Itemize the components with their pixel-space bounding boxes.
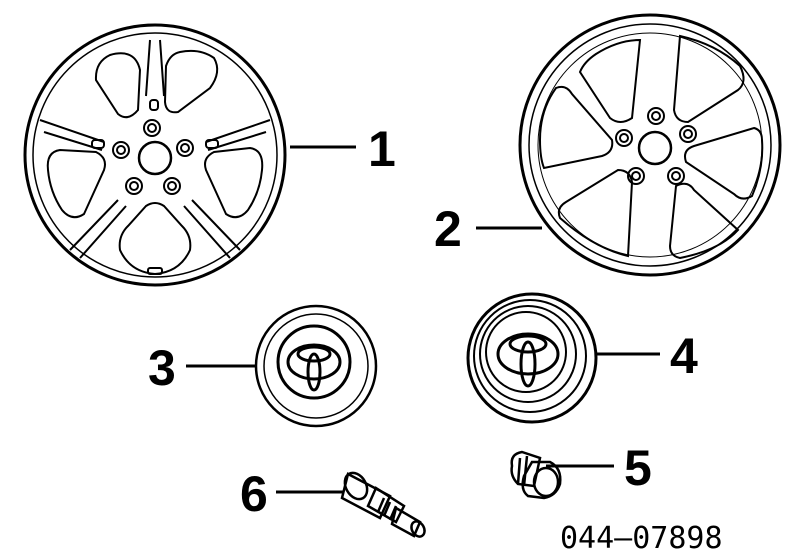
diagram-code: 044–07898 xyxy=(560,521,723,556)
center-cap-4 xyxy=(466,292,598,424)
center-cap-3 xyxy=(254,304,378,428)
callout-4: 4 xyxy=(670,328,698,384)
wheel-2 xyxy=(518,13,782,277)
callout-2: 2 xyxy=(434,201,462,257)
valve-stem-6 xyxy=(340,471,426,538)
callout-1: 1 xyxy=(368,121,396,177)
lug-nut-5 xyxy=(510,450,562,500)
callout-6: 6 xyxy=(240,466,268,522)
wheel-1 xyxy=(23,23,287,287)
callout-3: 3 xyxy=(148,340,176,396)
callout-5: 5 xyxy=(624,440,652,496)
leader-lines xyxy=(186,145,660,494)
toyota-emblem-icon xyxy=(286,343,342,392)
toyota-emblem-icon xyxy=(496,332,560,388)
